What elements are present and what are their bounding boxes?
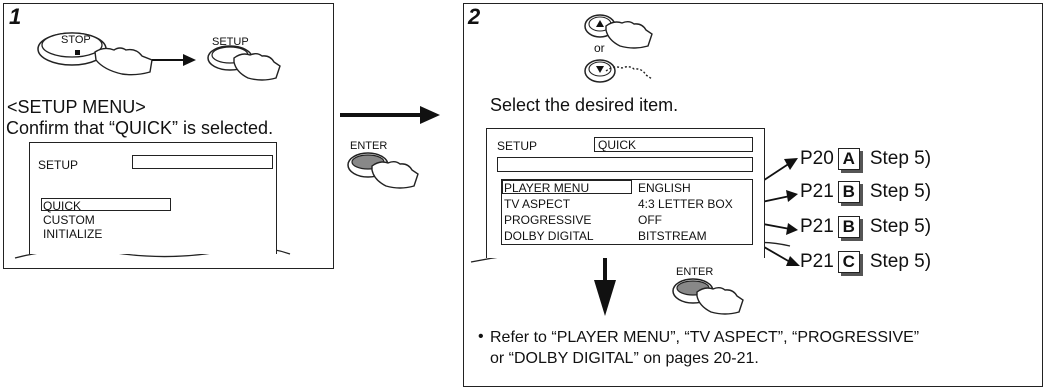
reference-page: P21: [800, 216, 834, 237]
down-button-icon: [584, 59, 616, 83]
reference-step: Step 5): [869, 181, 932, 202]
menu-item-initialize[interactable]: INITIALIZE: [43, 227, 103, 241]
step2-screen-header: SETUP: [497, 139, 538, 153]
reference-badge: A: [837, 148, 860, 170]
step2-instruction: Select the desired item.: [490, 95, 679, 115]
row-progressive-value: OFF: [638, 213, 662, 227]
reference-badge: B: [837, 216, 860, 238]
note-line-2: or “DOLBY DIGITAL” on pages 20-21.: [490, 350, 759, 367]
step1-number: 1: [9, 4, 22, 29]
hand-icon: [233, 53, 281, 81]
or-label: or: [594, 41, 605, 55]
row-player-menu-value: ENGLISH: [638, 181, 691, 195]
step1-screen-header: SETUP: [38, 158, 79, 172]
step2-mode-field: [594, 137, 753, 152]
menu-item-custom[interactable]: CUSTOM: [43, 213, 95, 227]
step2-selected-box: [502, 180, 632, 194]
hand-icon: [605, 21, 653, 49]
arrow-right-icon: [420, 106, 440, 124]
reference-3: P21 B Step 5): [800, 216, 931, 238]
reference-4: P21 C Step 5): [800, 251, 931, 273]
note-line-1: Refer to “PLAYER MENU”, “TV ASPECT”, “PR…: [490, 329, 920, 346]
note-bullet: •: [478, 328, 484, 345]
stop-button-icon: [37, 32, 107, 66]
reference-page: P21: [800, 251, 834, 272]
reference-1: P20 A Step 5): [800, 148, 931, 170]
menu-item-quick[interactable]: QUICK: [43, 199, 82, 213]
step2-mode-value: QUICK: [598, 138, 637, 152]
step2-number: 2: [468, 4, 481, 29]
setup-button-label: SETUP: [212, 36, 249, 48]
reference-2: P21 B Step 5): [800, 181, 931, 203]
reference-step: Step 5): [869, 251, 932, 272]
row-player-menu[interactable]: PLAYER MENU: [504, 181, 590, 195]
reference-page: P21: [800, 181, 834, 202]
row-tv-aspect-value: 4:3 LETTER BOX: [638, 197, 733, 211]
step1-instruction: Confirm that “QUICK” is selected.: [6, 118, 274, 138]
step1-selected-box: [41, 198, 171, 211]
row-progressive[interactable]: PROGRESSIVE: [504, 213, 592, 227]
hand-icon: [94, 47, 153, 76]
reference-page: P20: [800, 148, 834, 169]
row-dolby-digital-value: BITSTREAM: [638, 229, 707, 243]
row-tv-aspect[interactable]: TV ASPECT: [504, 197, 571, 211]
hand-icon: [371, 161, 419, 189]
enter-label: ENTER: [350, 140, 388, 152]
stop-button-label: STOP: [61, 34, 91, 46]
step2-enter-label: ENTER: [676, 266, 714, 278]
reference-step: Step 5): [869, 148, 932, 169]
row-dolby-digital[interactable]: DOLBY DIGITAL: [504, 229, 594, 243]
step2-blank-field: [497, 157, 753, 172]
step2-item-box: [501, 179, 753, 245]
arrow-right-icon: [183, 54, 196, 66]
hand-icon: [696, 287, 744, 315]
hand-icon: [605, 66, 653, 80]
arrow-down-icon: [594, 280, 616, 316]
reference-step: Step 5): [869, 216, 932, 237]
setup-menu-title: <SETUP MENU>: [7, 97, 146, 117]
reference-badge: B: [837, 181, 860, 203]
reference-badge: C: [837, 251, 860, 273]
step1-header-field: [132, 155, 273, 169]
